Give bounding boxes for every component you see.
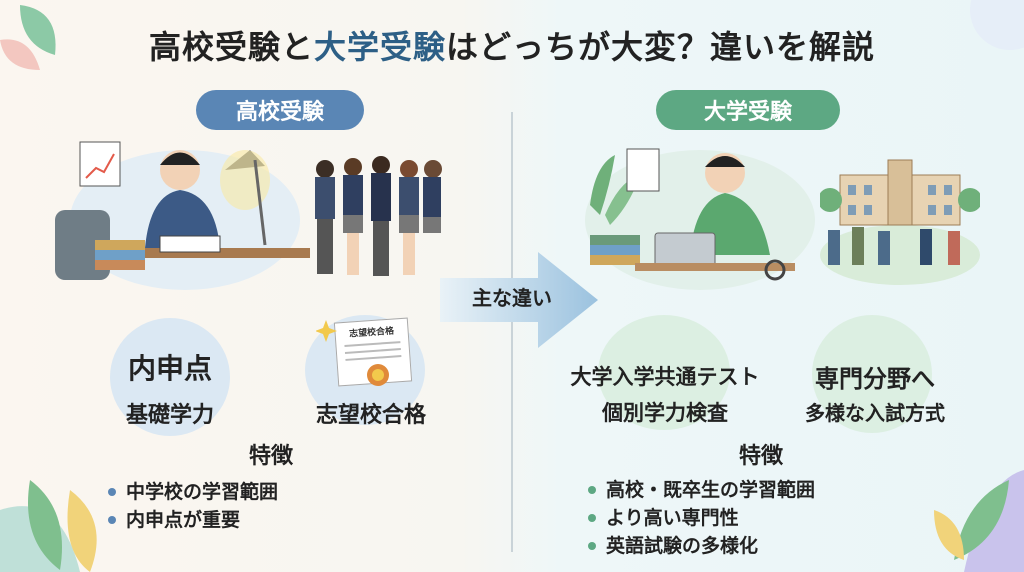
bullet-icon (108, 516, 116, 524)
right-point1-line2: 個別学力検査 (602, 401, 728, 425)
high-school-students-group-illustration (315, 156, 442, 276)
bullet-icon (588, 542, 596, 550)
comparison-arrow-icon (440, 252, 598, 348)
left-features-list: 中学校の学習範囲 内申点が重要 (108, 478, 278, 534)
arrow-label: 主な違い (472, 286, 552, 310)
right-features-list: 高校・既卒生の学習範囲 より高い専門性 英語試験の多様化 (588, 476, 815, 560)
title-part1: 高校受験と (148, 28, 314, 66)
left-heading-pill: 高校受験 (196, 90, 364, 130)
bullet-icon (588, 486, 596, 494)
right-point2-line1: 専門分野へ (815, 365, 935, 393)
university-campus-illustration (820, 159, 980, 285)
right-point2-bg (812, 315, 932, 433)
list-item: より高い専門性 (588, 504, 815, 532)
list-item: 中学校の学習範囲 (108, 478, 278, 506)
right-feature-text: 高校・既卒生の学習範囲 (606, 479, 816, 501)
student-studying-illustration (55, 141, 310, 280)
leaf-decoration-bottom-left (0, 480, 97, 572)
left-point1-line1: 内申点 (127, 352, 212, 385)
left-features-title: 特徴 (248, 444, 293, 469)
right-point1-bg (598, 315, 730, 430)
list-item: 英語試験の多様化 (588, 532, 815, 560)
left-point2-line1: 志望校合格 (315, 403, 426, 428)
right-feature-text: 英語試験の多様化 (606, 535, 759, 557)
left-point1-line2: 基礎学力 (125, 403, 214, 428)
list-item: 高校・既卒生の学習範囲 (588, 476, 815, 504)
left-feature-text: 中学校の学習範囲 (126, 481, 279, 503)
seal-and-sparkle-icon (316, 320, 389, 386)
left-point1-bg (110, 318, 230, 436)
title-highlight: 大学受験 (313, 28, 446, 66)
left-feature-text: 内申点が重要 (126, 509, 241, 531)
right-features-title: 特徴 (738, 444, 783, 469)
title-part2: はどっちが大変？違いを解説 (446, 28, 876, 66)
right-point1-line1: 大学入学共通テスト (570, 365, 760, 389)
leaf-decoration-bottom-right (934, 470, 1024, 572)
page-title: 高校受験と大学受験はどっちが大変？違いを解説 (0, 22, 1024, 68)
bullet-icon (588, 514, 596, 522)
right-point2-line2: 多様な入試方式 (805, 401, 945, 425)
right-feature-text: より高い専門性 (606, 507, 739, 529)
cloud-decoration-top-right (970, 0, 1024, 50)
list-item: 内申点が重要 (108, 506, 278, 534)
right-heading-pill: 大学受験 (656, 90, 840, 130)
university-student-laptop-illustration (590, 148, 795, 281)
bullet-icon (108, 488, 116, 496)
leaf-decoration-top-left (0, 5, 56, 70)
center-divider (511, 112, 513, 552)
